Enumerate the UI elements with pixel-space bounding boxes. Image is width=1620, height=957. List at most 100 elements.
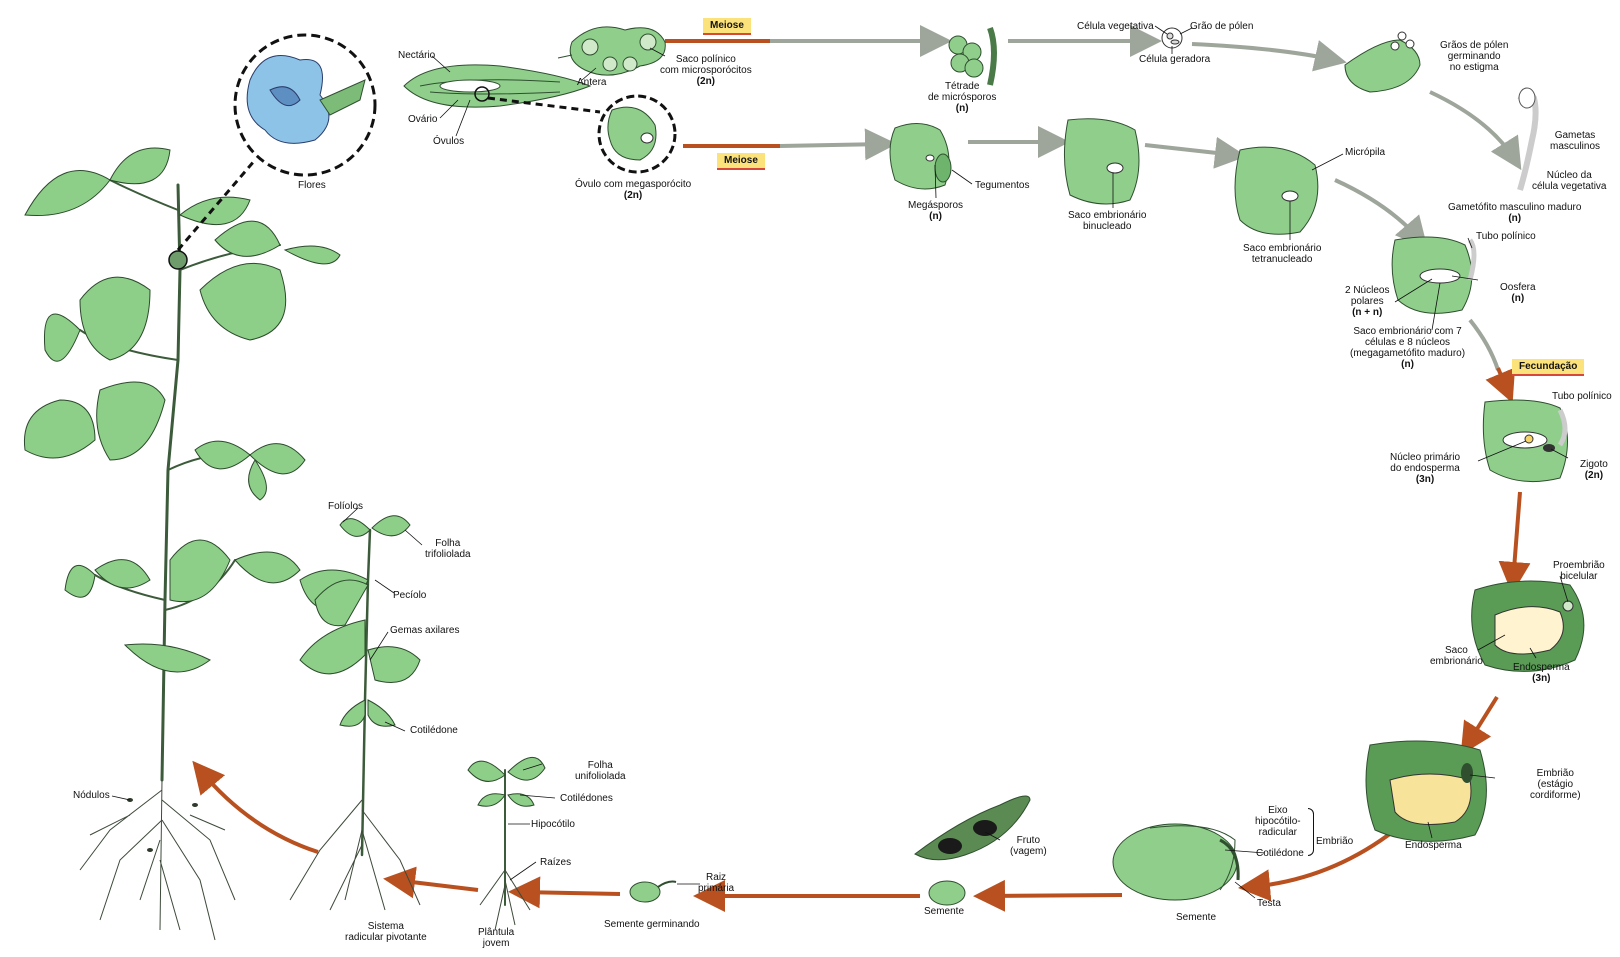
arrow-fecundation xyxy=(1498,368,1508,392)
arrow-pollen-to-stigma xyxy=(1192,44,1335,60)
label-gametas-masculinos: Gametas masculinos xyxy=(1550,130,1600,152)
saco-tetra-line-2: tetranucleado xyxy=(1243,254,1321,265)
label-flores: Flores xyxy=(298,180,326,191)
arrow-binuc-to-tetra xyxy=(1145,145,1235,155)
nucleo-veg-line-2: célula vegetativa xyxy=(1532,181,1607,192)
label-ovulo-megasporocito: Óvulo com megasporócito (2n) xyxy=(575,179,691,201)
ovule-mature xyxy=(1392,237,1474,313)
label-raiz-primaria: Raiz primária xyxy=(698,872,734,894)
label-testa: Testa xyxy=(1257,898,1281,909)
label-megasporos: Megásporos (n) xyxy=(908,200,963,222)
label-micropila: Micrópila xyxy=(1345,147,1385,158)
embriao-cord-line-2: (estágio xyxy=(1530,779,1581,790)
microspore-tetrad xyxy=(949,28,994,85)
graos-germ-line-3: no estigma xyxy=(1440,62,1508,73)
arrow-zygote-to-proembryo xyxy=(1513,492,1520,582)
ovulo-mega-line-2: (2n) xyxy=(575,190,691,201)
label-folha-trifoliolada: Folha trifoliolada xyxy=(425,538,471,560)
plantula-line-1: Plântula xyxy=(478,927,514,938)
label-zigoto: Zigoto (2n) xyxy=(1580,459,1608,481)
label-semente-germinando: Semente germinando xyxy=(604,919,700,930)
tetrade-line-2: de micrósporos xyxy=(928,92,996,103)
nucleo-prim-line-2: do endosperma xyxy=(1390,463,1460,474)
nucleo-prim-line-1: Núcleo primário xyxy=(1390,452,1460,463)
graos-germ-line-2: germinando xyxy=(1440,51,1508,62)
graos-germ-line-1: Grãos de pólen xyxy=(1440,40,1508,51)
saco-7-line-2: células e 8 núcleos xyxy=(1350,337,1465,348)
label-saco-polinico: Saco polínico com microsporócitos (2n) xyxy=(660,54,752,87)
flower-section xyxy=(404,65,600,112)
embriao-cord-line-3: cordiforme) xyxy=(1530,790,1581,801)
arrow-ovule-to-megaspores-gray xyxy=(780,144,885,146)
label-eixo-hipocotilo: Eixo hipocótilo- radicular xyxy=(1255,805,1301,838)
label-peciolo: Pecíolo xyxy=(393,590,426,601)
ovule-tetranucleate xyxy=(1235,147,1318,234)
label-fruto: Fruto (vagem) xyxy=(1010,835,1047,857)
fruto-line-1: Fruto xyxy=(1010,835,1047,846)
megasporos-line-2: (n) xyxy=(908,211,963,222)
label-saco-7-celulas: Saco embrionário com 7 células e 8 núcle… xyxy=(1350,326,1465,370)
label-celula-vegetativa: Célula vegetativa xyxy=(1077,21,1154,32)
arrow-proembryo-to-heart xyxy=(1467,697,1497,745)
label-ovario: Ovário xyxy=(408,114,437,125)
embriao-brace xyxy=(1308,808,1314,856)
arrow-mature-to-fecundation xyxy=(1470,320,1498,370)
label-tubo-polinico-1: Tubo polínico xyxy=(1476,231,1536,242)
label-endosperma-3n: Endosperma (3n) xyxy=(1513,662,1570,684)
fruto-line-2: (vagem) xyxy=(1010,846,1047,857)
fecundacao-badge: Fecundação xyxy=(1512,359,1584,376)
label-graos-germinando: Grãos de pólen germinando no estigma xyxy=(1440,40,1508,73)
ovule-binucleate xyxy=(1064,119,1139,204)
label-proembriao: Proembrião bicelular xyxy=(1553,560,1605,582)
arrow-seed-to-small-seed xyxy=(985,895,1122,896)
nucleos-polares-line-3: (n + n) xyxy=(1345,307,1389,318)
label-saco-binucleado: Saco embrionário binucleado xyxy=(1068,210,1146,232)
nucleo-veg-line-1: Núcleo da xyxy=(1532,170,1607,181)
label-tegumentos: Tegumentos xyxy=(975,180,1029,191)
label-nucleo-primario: Núcleo primário do endosperma (3n) xyxy=(1390,452,1460,485)
endosperma-3n-line-1: Endosperma xyxy=(1513,662,1570,673)
label-endosperma: Endosperma xyxy=(1405,840,1462,851)
label-celula-geradora: Célula geradora xyxy=(1139,54,1210,65)
gametas-line-1: Gametas xyxy=(1550,130,1600,141)
folha-unif-line-2: unifoliolada xyxy=(575,771,626,782)
label-semente-big: Semente xyxy=(1176,912,1216,923)
nucleo-prim-line-3: (3n) xyxy=(1390,474,1460,485)
label-gametofito-maduro: Gametófito masculino maduro (n) xyxy=(1448,202,1581,224)
label-grao-polen: Grão de pólen xyxy=(1190,21,1253,32)
label-tubo-polinico-2: Tubo polínico xyxy=(1552,391,1612,402)
gametofito-line-1: Gametófito masculino maduro xyxy=(1448,202,1581,213)
label-nectario: Nectário xyxy=(398,50,435,61)
ovule-fertilized xyxy=(1483,400,1567,482)
label-nucleo-vegetativa: Núcleo da célula vegetativa xyxy=(1532,170,1607,192)
germinating-seed xyxy=(630,882,676,902)
eixo-line-3: radicular xyxy=(1255,827,1301,838)
label-nucleos-polares: 2 Núcleos polares (n + n) xyxy=(1345,285,1389,318)
raiz-line-2: primária xyxy=(698,883,734,894)
mature-seed xyxy=(1113,824,1238,900)
arrow-germ-to-seedling xyxy=(520,892,620,894)
saco-7-line-3: (megagametófito maduro) xyxy=(1350,348,1465,359)
raiz-line-1: Raiz xyxy=(698,872,734,883)
label-semente-small: Semente xyxy=(924,906,964,917)
saco-emb-line-2: embrionário xyxy=(1430,656,1483,667)
stigma-germinating xyxy=(1345,32,1420,92)
plantula-line-2: jovem xyxy=(478,938,514,949)
folha-unif-line-1: Folha xyxy=(575,760,626,771)
adult-plant xyxy=(24,148,340,940)
label-nodulos: Nódulos xyxy=(73,790,110,801)
tetrade-line-3: (n) xyxy=(928,103,996,114)
label-hipocotilo: Hipocótilo xyxy=(531,819,575,830)
eixo-line-2: hipocótilo- xyxy=(1255,816,1301,827)
label-foliolos: Folíolos xyxy=(328,501,363,512)
saco-7-line-4: (n) xyxy=(1350,359,1465,370)
tetrade-line-1: Tétrade xyxy=(928,81,996,92)
label-tetrade: Tétrade de micrósporos (n) xyxy=(928,81,996,114)
folha-trif-line-2: trifoliolada xyxy=(425,549,471,560)
label-cotiledones: Cotilédones xyxy=(560,793,613,804)
label-antera: Antera xyxy=(577,77,606,88)
saco-polinico-line-1: Saco polínico xyxy=(660,54,752,65)
meiose-bottom-badge: Meiose xyxy=(717,153,765,170)
young-seedling xyxy=(468,757,545,930)
